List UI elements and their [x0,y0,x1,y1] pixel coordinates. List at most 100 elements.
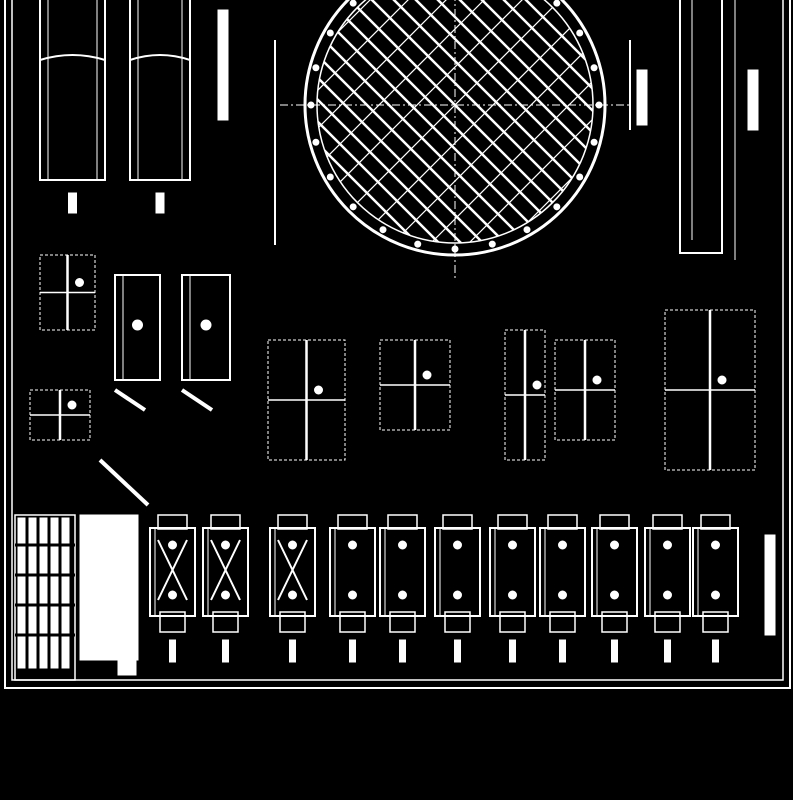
bolt [288,590,297,600]
bolt [132,319,143,331]
drawing-frame [4,0,791,689]
panel-top-cap [547,514,578,530]
bolt [314,385,323,395]
panel-top-cap [599,514,630,530]
bolt-hole [349,0,357,7]
bolt-hole [312,64,320,72]
section-label [289,639,296,663]
bolt [398,590,407,600]
panel-bottom-cap [159,611,186,633]
bolt-hole [326,29,334,37]
panel-bottom-cap [499,611,526,633]
table-frame [14,514,76,681]
panel-bottom-cap [279,611,306,633]
section-label [454,639,461,663]
section-panel [644,527,691,617]
section-panel [539,527,586,617]
section-label [399,639,406,663]
bolt [663,540,672,550]
section-label [559,639,566,663]
plate-detail [114,274,161,381]
column-elevation [679,0,723,254]
table-column [39,517,48,669]
table-column [17,517,26,669]
section-label [509,639,516,663]
detail-label [68,192,77,214]
section-label [611,639,618,663]
bolt-hole [326,173,334,181]
bolt-hole [595,101,603,109]
table-column [50,517,59,669]
detail-title [217,9,229,121]
section-label [712,639,719,663]
section-panel [202,527,249,617]
top-detail-views [39,0,759,260]
beam-elevation [39,0,106,181]
panel-bottom-cap [389,611,416,633]
table-column [28,517,37,669]
section-panel [489,527,536,617]
bolt [75,278,84,287]
bolt [663,590,672,600]
bolt [508,590,517,600]
diagonal-brace [98,458,150,507]
bolt [453,590,462,600]
outer-border [4,0,791,689]
cross-brace [210,539,241,601]
beam-elevation [129,0,191,181]
section-label [664,639,671,663]
section-panel [434,527,481,617]
section-label [349,639,356,663]
bolt-hole [349,203,357,211]
bolt [508,540,517,550]
bolt [422,370,432,380]
bolt [532,380,542,390]
bolt [200,319,212,331]
section-panel [149,527,196,617]
panel-top-cap [387,514,418,530]
panel-top-cap [442,514,473,530]
bolt-hole [451,245,459,253]
section-title [764,534,776,636]
panel-bottom-cap [339,611,366,633]
splice-line [39,54,106,61]
panel-bottom-cap [601,611,628,633]
brace-stub [113,388,147,412]
bolt [610,540,619,550]
section-panel [329,527,376,617]
bolt [348,540,357,550]
notes-block-column [117,519,137,676]
splice-line [129,54,191,61]
inner-border [11,0,784,681]
section-panel [692,527,739,617]
panel-bottom-cap [654,611,681,633]
panel-top-cap [157,514,188,530]
bolt [453,540,462,550]
bolt-hole [590,64,598,72]
bolt-hole [488,240,496,248]
bolt [558,590,567,600]
bolt-hole [576,173,584,181]
bolt-hole [307,101,315,109]
panel-top-cap [277,514,308,530]
cross-member [406,0,593,243]
bolt [67,400,77,410]
panel-bottom-cap [702,611,729,633]
detail-label [155,192,165,214]
bolt [168,540,177,550]
bolt-hole [553,203,561,211]
bolt-hole [414,240,422,248]
bolt [348,590,357,600]
table-column [61,517,70,669]
cross-brace [157,539,188,601]
section-panel-row [149,514,776,663]
plan-title [636,69,648,126]
bolt [717,375,727,385]
bolt [558,540,567,550]
section-panel [379,527,426,617]
bolt-hole [576,29,584,37]
bolt [398,540,407,550]
cross-member [317,0,593,243]
bolt [711,540,720,550]
bolt-hole [523,226,531,234]
